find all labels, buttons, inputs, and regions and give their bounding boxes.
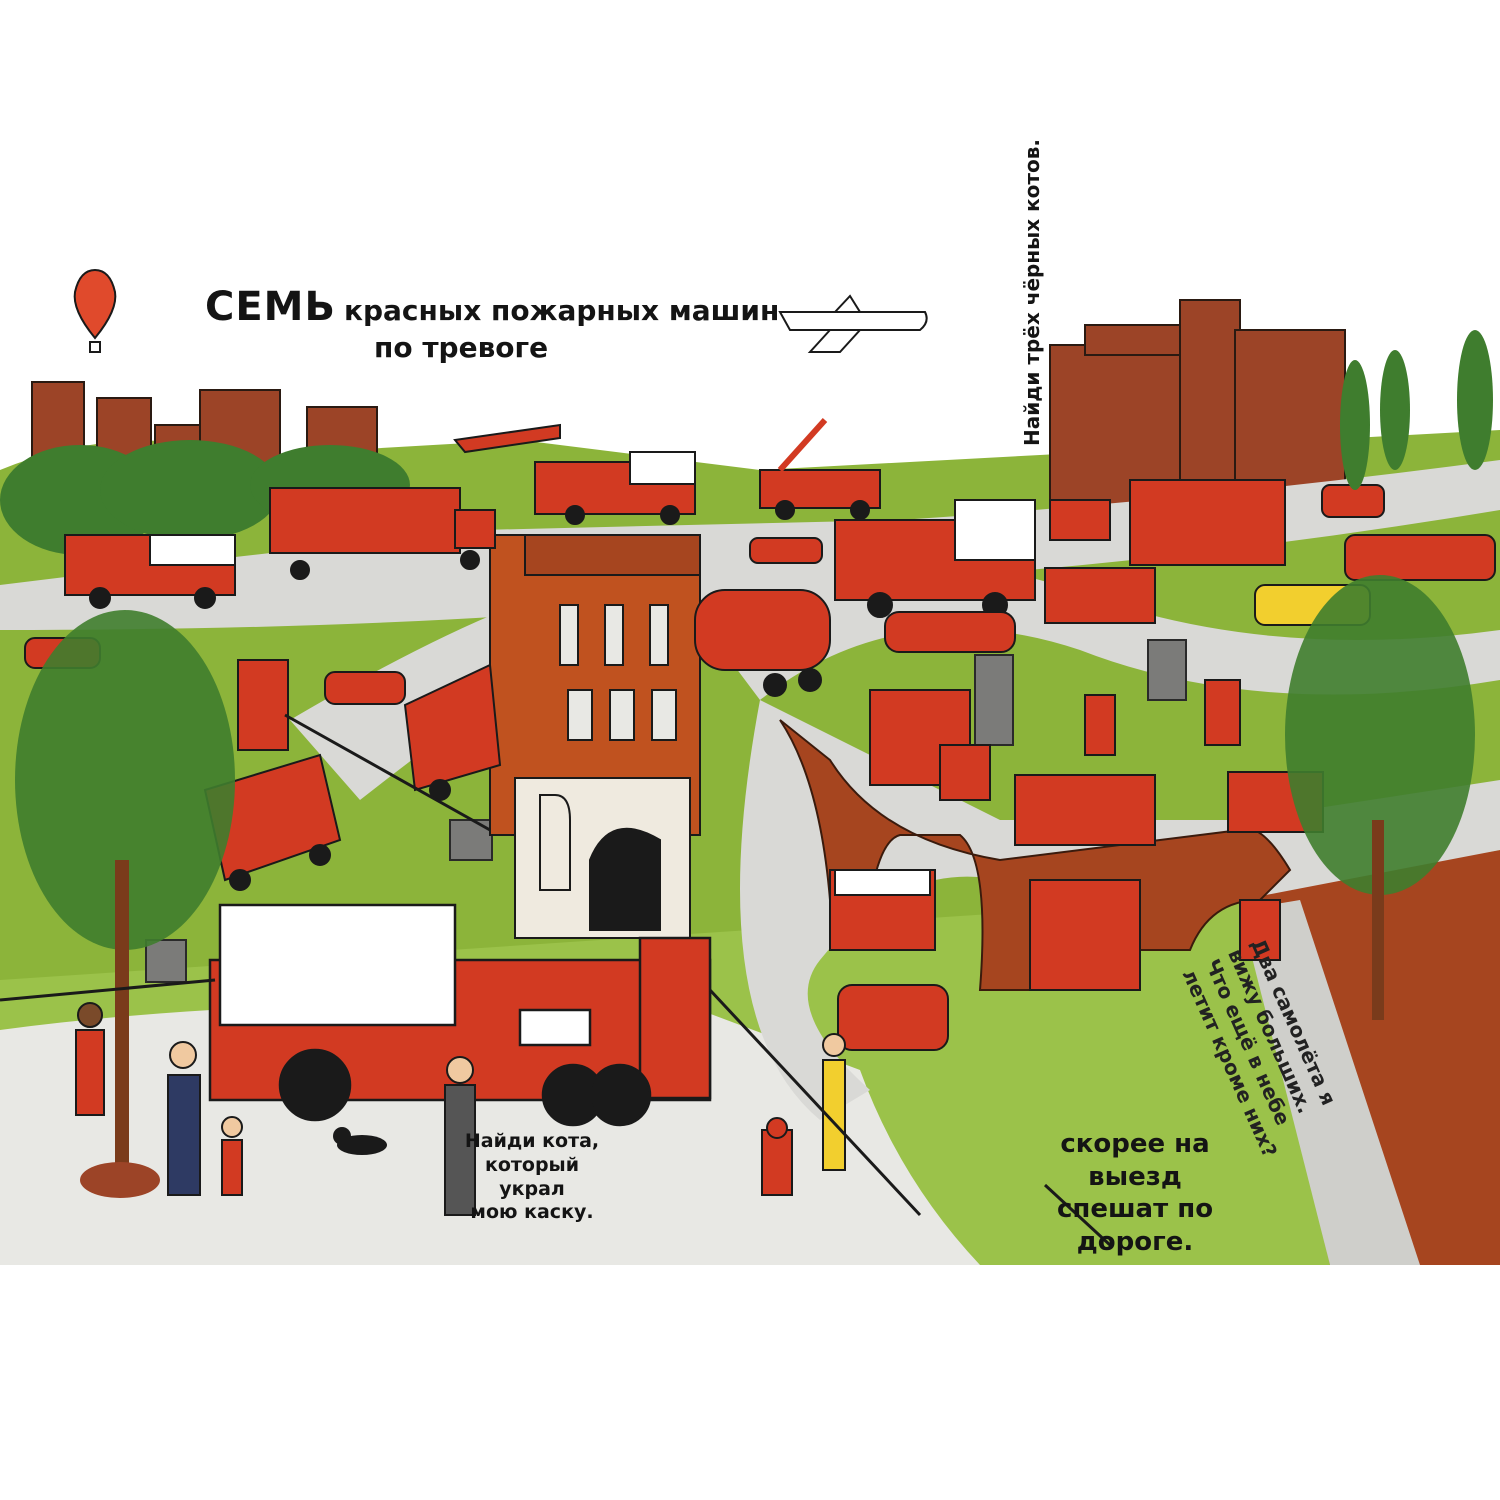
tow-crane-truck xyxy=(759,417,881,520)
box-trucks xyxy=(869,479,1286,991)
black-cat xyxy=(333,1127,387,1155)
fire-station-tower xyxy=(489,534,701,939)
bottom-verse: скорее на выезд спешат по дороге. xyxy=(1010,1128,1260,1258)
caption-line-2: который украл xyxy=(484,1153,580,1200)
tree-right xyxy=(1285,575,1475,1020)
lower-road xyxy=(740,700,1500,1120)
poplar-trees xyxy=(1340,330,1493,490)
caption-line-1: Найди кота, xyxy=(464,1130,600,1152)
ladder-platform xyxy=(237,659,491,832)
verse-line-2: спешат по дороге. xyxy=(1056,1194,1214,1257)
title-big-word: СЕМЬ xyxy=(205,284,336,330)
find-cat-helmet-caption: Найди кота, который украл мою каску. xyxy=(462,1130,602,1225)
caption-line-3: мою каску. xyxy=(470,1201,594,1224)
fire-truck-foreground xyxy=(208,903,712,1127)
title-line2: по тревоге xyxy=(374,331,549,364)
airplane-large xyxy=(778,294,928,353)
fence xyxy=(0,978,1112,1247)
tanker-truck xyxy=(694,589,831,697)
gray-road-right xyxy=(1240,900,1420,1265)
cars xyxy=(24,484,1496,1051)
fire-truck-under-bridge xyxy=(829,869,936,951)
verse-line-1: скорее на выезд xyxy=(1060,1129,1210,1192)
people xyxy=(75,1002,846,1216)
airplane-small xyxy=(453,423,561,454)
fire-truck-top-center xyxy=(534,451,696,525)
semi-truck-left xyxy=(269,487,496,580)
red-bus xyxy=(403,663,502,801)
fire-hydrant xyxy=(761,1117,793,1196)
buildings-right xyxy=(1049,299,1346,546)
fire-truck-top-left xyxy=(64,534,236,609)
find-cats-caption: Найди трёх чёрных котов. xyxy=(1020,139,1044,446)
title-line1-rest: красных пожарных машин xyxy=(343,294,780,327)
tree-left xyxy=(15,610,235,1198)
hot-air-balloon xyxy=(73,268,117,353)
